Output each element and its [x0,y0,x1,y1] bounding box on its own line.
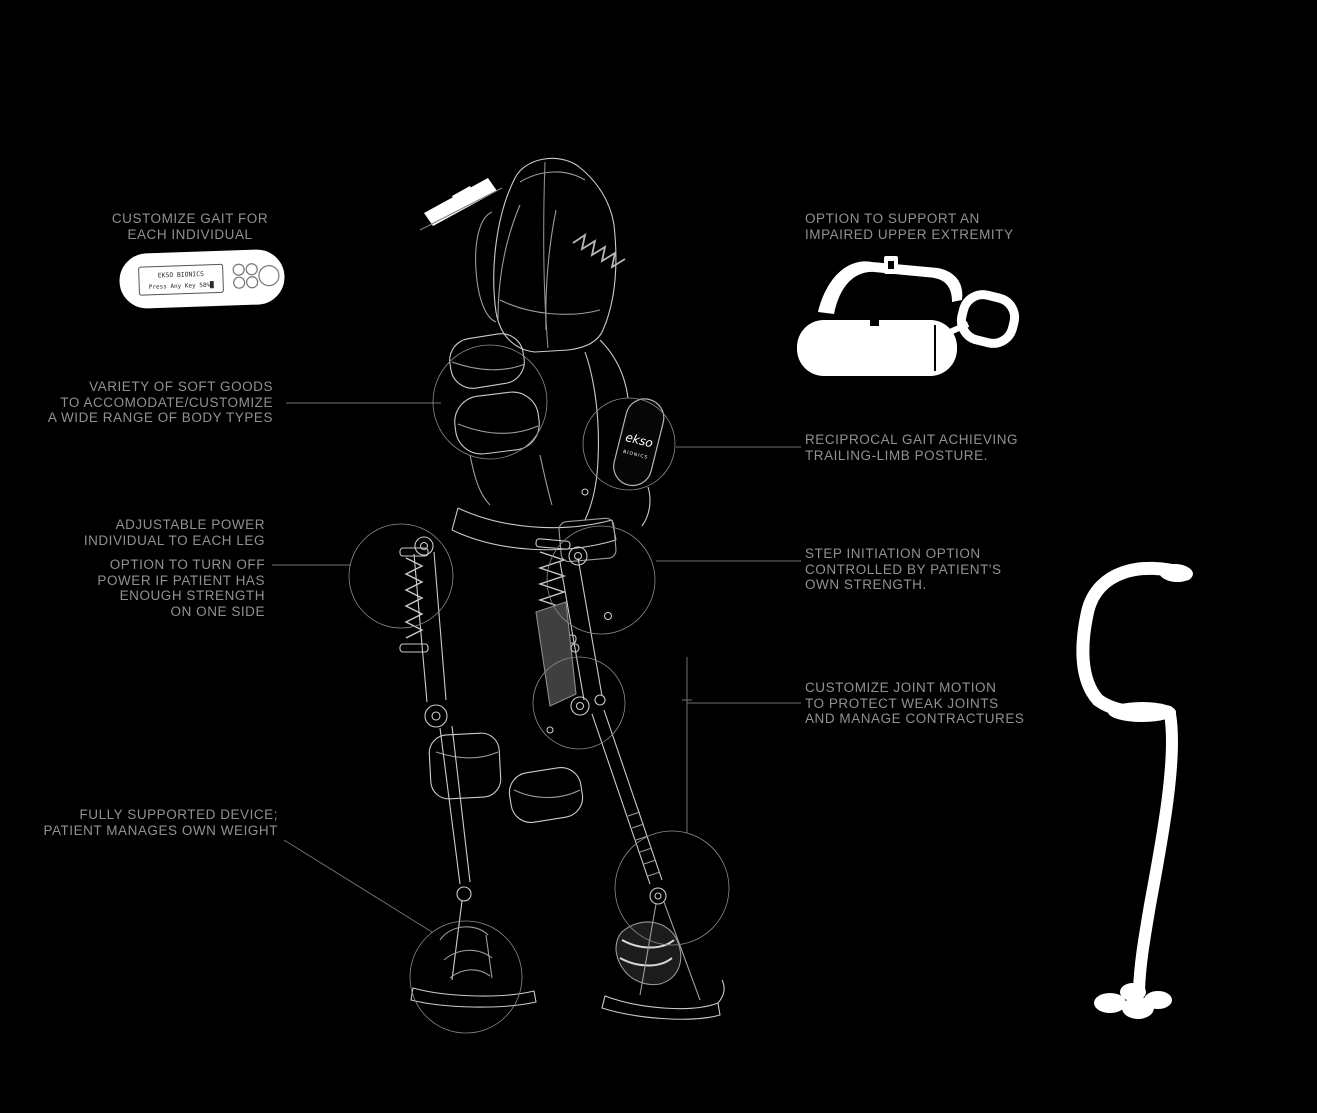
exo-left-thigh-panel [535,601,577,707]
callout-circles [348,344,730,1034]
label-adjustable-power: ADJUSTABLE POWER INDIVIDUAL TO EACH LEG [83,517,265,548]
exo-white-strap [424,178,497,226]
exo-brand-badge: ekso BIONICS [613,398,665,487]
label-reciprocal-gait: RECIPROCAL GAIT ACHIEVING TRAILING-LIMB … [805,432,1019,463]
exo-right-thigh-cuff [428,732,502,800]
remote-buttons [232,263,280,289]
label-turn-off-power: OPTION TO TURN OFF POWER IF PATIENT HAS … [97,557,265,619]
badge-brand-text: ekso [624,430,654,450]
remote-display-line2: Press Any Key 58%█ [149,281,215,291]
remote-display [138,263,224,296]
exo-left-leg [508,538,725,1020]
exo-right-ankle-joint [456,886,472,902]
leader-lines [272,402,801,933]
callout-left-knee [532,656,626,750]
label-customize-gait: CUSTOMIZE GAIT FOR EACH INDIVIDUAL [111,211,269,242]
exo-left-knee-joint [570,696,590,716]
exo-chest-pads [449,333,599,521]
remote-button [245,263,258,276]
exo-coil-cable [572,233,626,269]
quad-cane-illustration [1076,561,1193,1019]
callout-right-spring [348,523,454,629]
remote-button [233,276,246,289]
sling-trough [797,320,957,376]
exo-right-foot-plate [410,987,537,1008]
exo-backpack [419,157,626,353]
label-joint-motion: CUSTOMIZE JOINT MOTION TO PROTECT WEAK J… [805,680,1025,726]
remote-control-illustration: EKSO BIONICS Press Any Key 58%█ [119,249,285,309]
label-fully-supported: FULLY SUPPORTED DEVICE; PATIENT MANAGES … [43,807,278,838]
exo-right-knee-joint [424,704,448,728]
label-soft-goods: VARIETY OF SOFT GOODS TO ACCOMODATE/CUST… [47,379,273,425]
label-step-initiation: STEP INITIATION OPTION CONTROLLED BY PAT… [805,546,1002,592]
exo-left-foot-plate [601,995,721,1020]
exo-right-spring [399,547,429,653]
callout-right-foot [409,920,523,1034]
remote-button-main [258,265,280,287]
remote-display-line1: EKSO BIONICS [158,270,205,280]
callout-badge [582,397,676,491]
remote-button [246,276,259,289]
arm-sling-illustration [797,256,1020,376]
exoskeleton-illustration: ekso BIONICS [399,157,725,1020]
exo-left-ankle-joint [649,887,667,905]
exo-right-leg [399,536,537,1008]
callout-chest [432,344,548,460]
remote-button [232,263,245,276]
exo-left-hip-joint [568,546,588,566]
exo-pelvis [451,507,617,563]
exo-left-shoe [615,921,682,986]
exo-right-hip-joint [414,536,434,556]
leader-fully-supported [283,839,433,933]
exo-left-shin-cuff [508,767,584,823]
sling-handle-ring [956,290,1020,348]
callout-left-thigh [546,525,656,635]
quad-cane-base [1094,983,1172,1019]
label-upper-extremity: OPTION TO SUPPORT AN IMPAIRED UPPER EXTR… [805,211,1014,242]
exo-bolts [546,488,613,734]
callout-left-ankle [614,830,730,946]
